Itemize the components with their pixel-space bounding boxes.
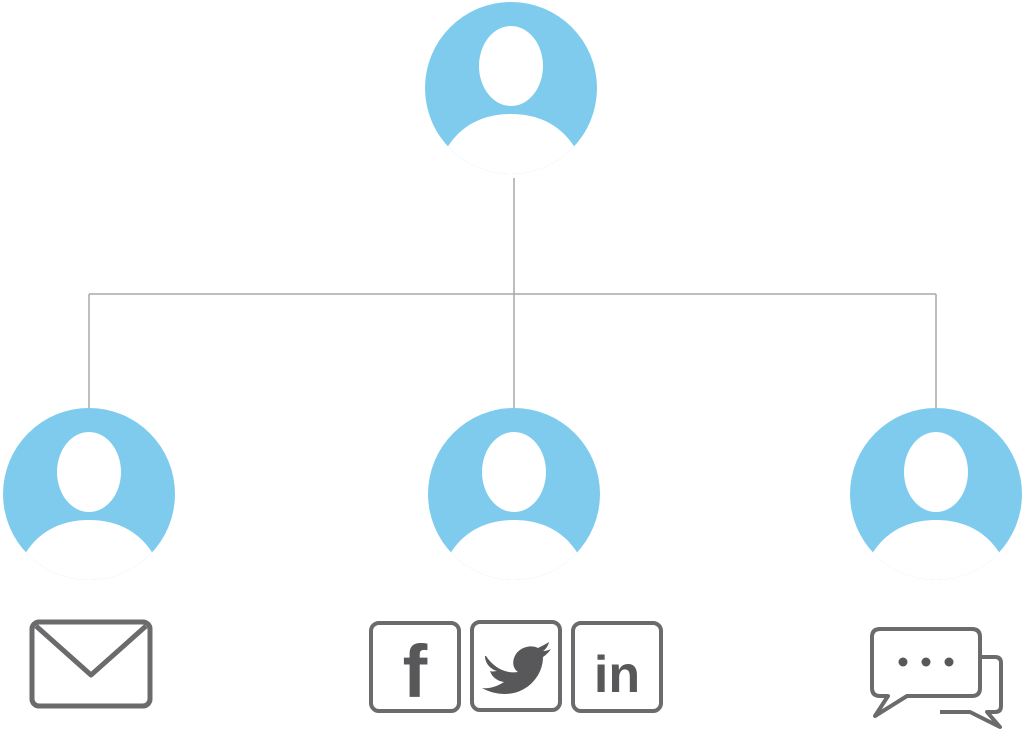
person-avatar-icon bbox=[428, 408, 600, 580]
chat-bubbles-icon bbox=[870, 627, 1003, 729]
mail-icon bbox=[29, 619, 153, 709]
person-avatar-icon bbox=[850, 408, 1022, 580]
linkedin-label: in bbox=[594, 646, 640, 704]
person-avatar-icon bbox=[425, 2, 597, 174]
connector-lines bbox=[88, 178, 937, 408]
person-avatar-icon bbox=[3, 408, 175, 580]
facebook-label: f bbox=[403, 630, 428, 713]
linkedin-icon: in bbox=[571, 621, 663, 713]
facebook-icon: f bbox=[369, 621, 461, 713]
twitter-icon bbox=[470, 620, 562, 712]
